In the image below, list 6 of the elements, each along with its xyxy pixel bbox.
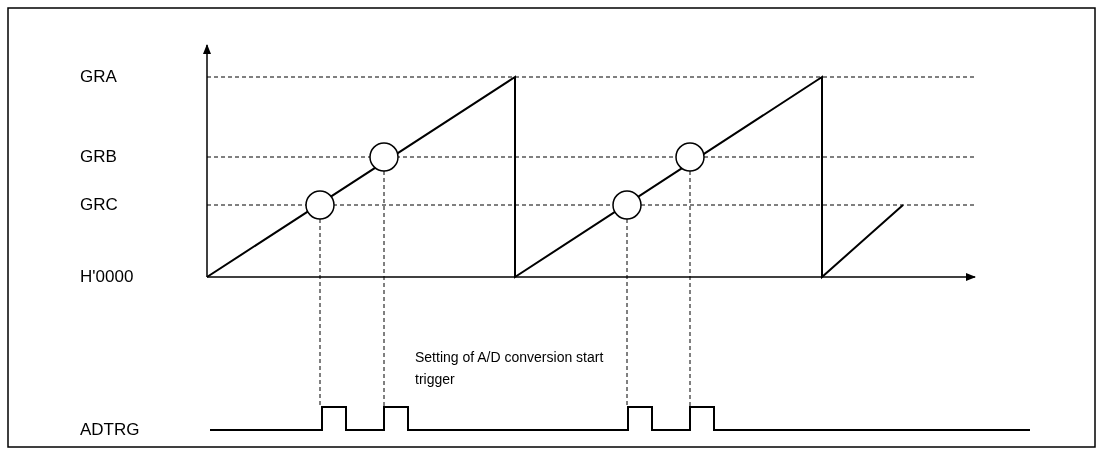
register-level-label: GRA [80,67,117,87]
signal-name-label: ADTRG [80,420,140,440]
register-level-label: GRB [80,147,117,167]
annotation-text: Setting of A/D conversion start trigger [415,348,605,389]
register-level-label: H'0000 [80,267,134,287]
register-level-label: GRC [80,195,118,215]
